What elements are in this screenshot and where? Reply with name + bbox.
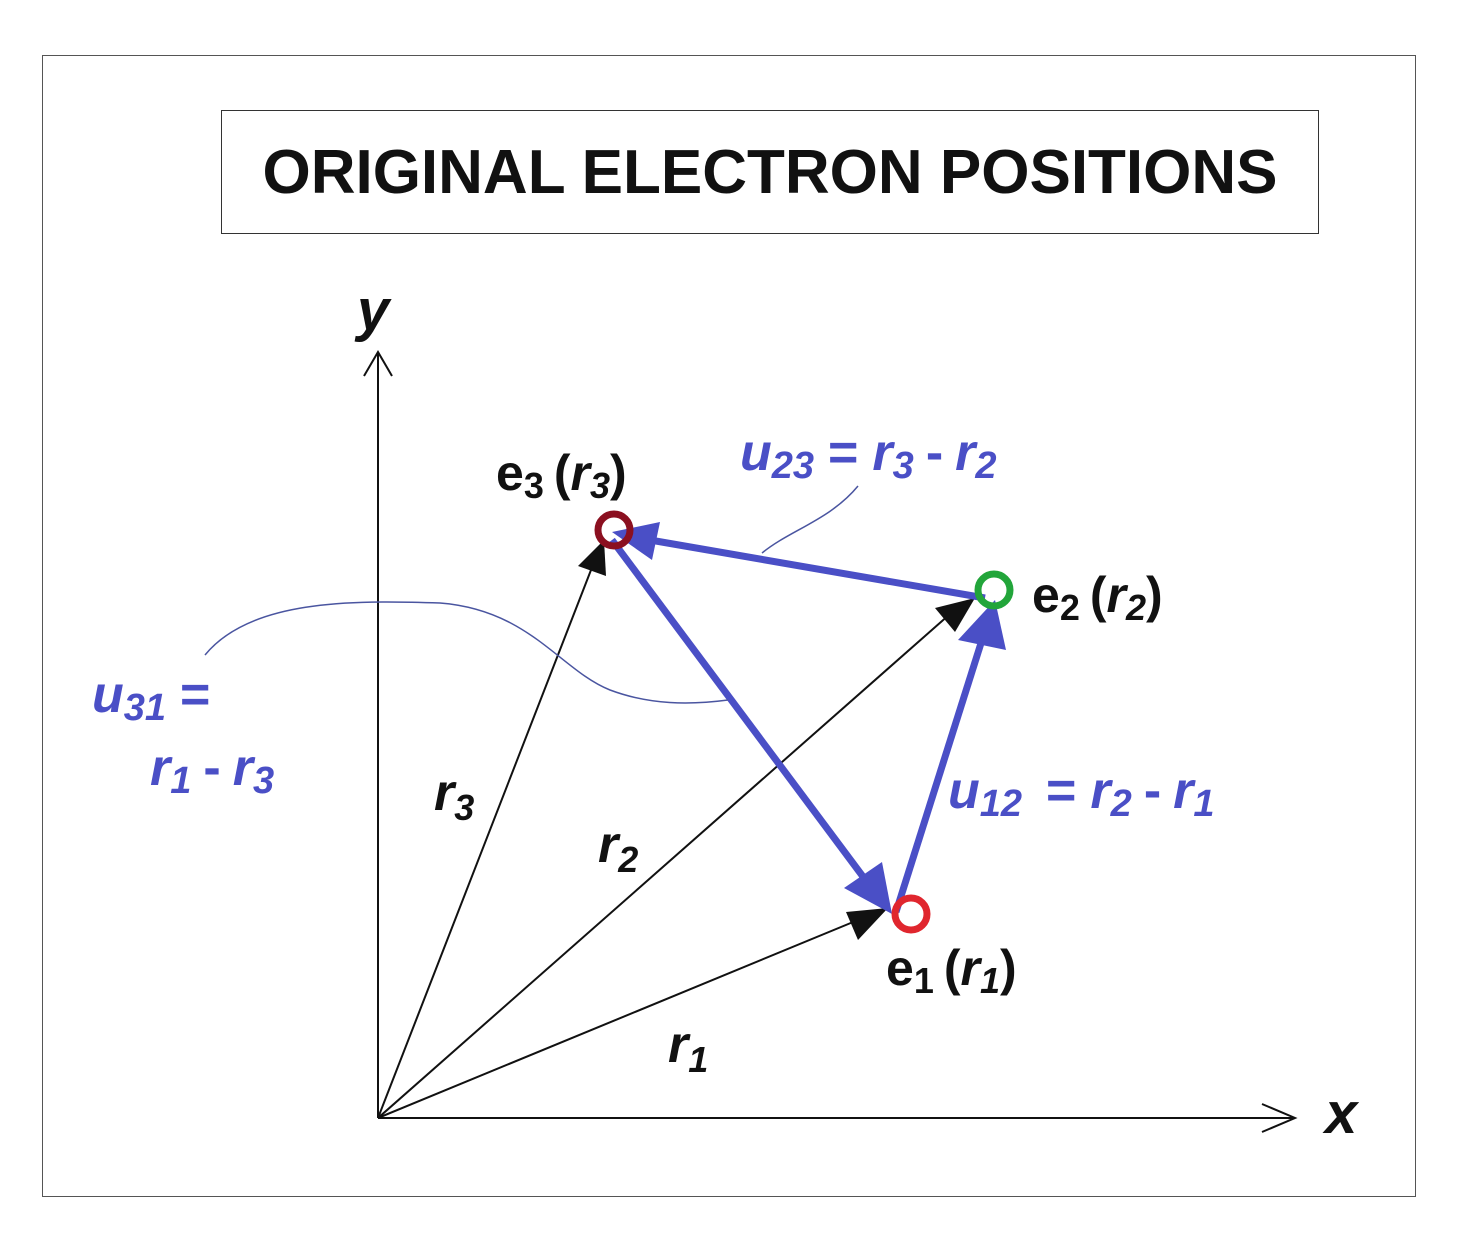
relative-vectors	[609, 522, 1006, 914]
electron-3-marker	[594, 510, 634, 550]
title-box: ORIGINAL ELECTRON POSITIONS	[221, 110, 1319, 234]
r1-arrowhead	[846, 908, 888, 940]
axes: y x	[354, 278, 1360, 1146]
u12-equation-label: u12=r2-r1	[948, 762, 1215, 825]
y-axis-label: y	[354, 278, 392, 343]
electron-2-label: e2(r2)	[1032, 567, 1163, 628]
electron-1-label: e1(r1)	[886, 940, 1017, 1001]
u31-equation-line2: r1-r3	[150, 739, 274, 802]
u23-leader-curve	[761, 485, 859, 554]
electrons	[594, 510, 1014, 934]
diagram-frame	[42, 55, 1416, 1197]
r2-arrowhead	[935, 598, 975, 632]
u31-vector-line	[609, 537, 867, 881]
electron-2-marker	[974, 570, 1014, 610]
x-axis-label: x	[1322, 1081, 1360, 1146]
u23-vector-line	[649, 536, 986, 602]
r3-label: r3	[434, 764, 474, 828]
u31-leader-curve	[204, 601, 729, 704]
r3-vector-line	[377, 569, 592, 1119]
u12-vector-line	[892, 638, 986, 914]
x-axis-arrowhead	[1261, 1103, 1298, 1133]
diagram-title: ORIGINAL ELECTRON POSITIONS	[262, 137, 1278, 207]
r3-arrowhead	[578, 540, 606, 576]
y-axis-arrowhead	[363, 350, 393, 377]
u23-equation-label: u23=r3-r2	[740, 424, 997, 487]
position-vectors	[377, 540, 975, 1119]
electron-3-label: e3(r3)	[496, 445, 627, 506]
r2-label: r2	[598, 816, 638, 880]
u12-arrowhead	[958, 600, 1006, 650]
r1-label: r1	[668, 1016, 708, 1080]
r2-vector-line	[377, 613, 951, 1119]
r1-vector-line	[377, 919, 859, 1119]
electron-1-marker	[891, 894, 931, 934]
u23-arrowhead	[612, 522, 660, 560]
u31-equation-line1: u31=	[92, 666, 210, 729]
u31-arrowhead	[844, 862, 892, 914]
